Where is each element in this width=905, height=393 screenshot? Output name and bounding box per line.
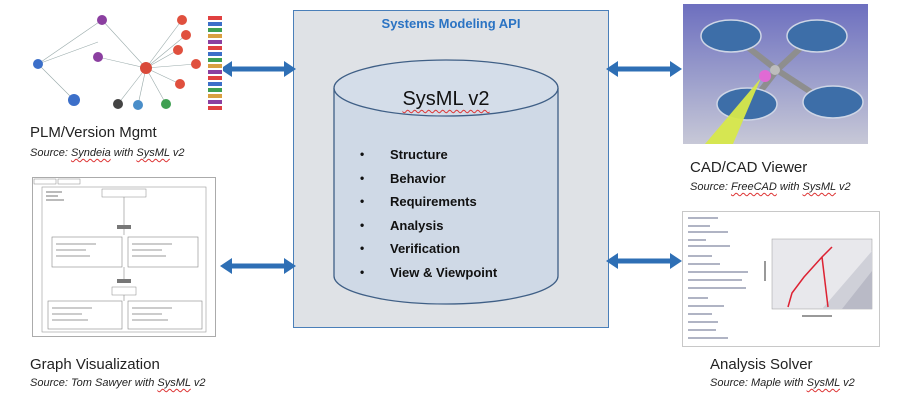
graph-visualization-thumbnail [32, 177, 216, 337]
capability-item: •Analysis [360, 217, 444, 233]
analysis-source: Source: Maple with SysML v2 [710, 377, 855, 389]
cad-source: Source: FreeCAD with SysML v2 [690, 181, 851, 193]
capability-item: •Verification [360, 241, 461, 256]
graph-source: Source: Tom Sawyer with SysML v2 [30, 377, 206, 389]
capability-list: •Structure •Behavior •Requirements •Anal… [360, 143, 497, 284]
analysis-solver-thumbnail [682, 211, 880, 347]
plm-title: PLM/Version Mgmt [30, 124, 157, 141]
capability-item: •Requirements [360, 194, 477, 209]
sysml-repository-cylinder [333, 59, 559, 305]
capability-item: •Structure [360, 147, 448, 162]
cad-viewer-thumbnail [683, 4, 868, 144]
repository-title: SysML v2 [402, 88, 490, 110]
plm-graph-thumbnail [18, 2, 223, 120]
api-title: Systems Modeling API [381, 16, 521, 31]
cad-title: CAD/CAD Viewer [690, 159, 808, 176]
plm-source: Source: Syndeia with SysML v2 [30, 147, 185, 159]
capability-item: •Behavior [360, 170, 446, 186]
graph-title: Graph Visualization [30, 356, 160, 373]
analysis-title: Analysis Solver [710, 356, 813, 373]
capability-item: •View & Viewpoint [360, 264, 498, 280]
